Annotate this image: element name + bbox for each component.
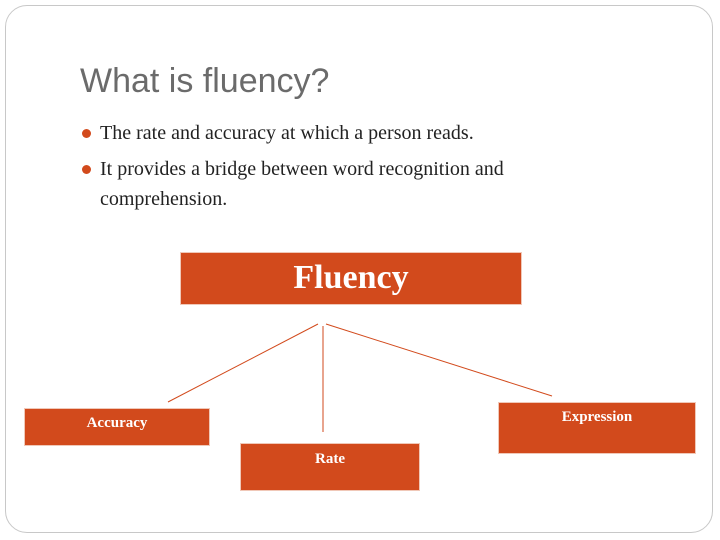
bullet-dot-icon (82, 129, 91, 138)
bullet-dot-icon (82, 165, 91, 174)
rate-box: Rate (240, 443, 420, 491)
bullet-text: The rate and accuracy at which a person … (100, 122, 474, 144)
bullet-list: The rate and accuracy at which a person … (80, 118, 620, 220)
bullet-item: It provides a bridge between word recogn… (80, 154, 620, 214)
expression-box: Expression (498, 402, 696, 454)
slide-title: What is fluency? (80, 62, 330, 100)
accuracy-box: Accuracy (24, 408, 210, 446)
fluency-box: Fluency (180, 252, 522, 305)
bullet-text: It provides a bridge between word recogn… (100, 158, 504, 210)
bullet-item: The rate and accuracy at which a person … (80, 118, 620, 148)
